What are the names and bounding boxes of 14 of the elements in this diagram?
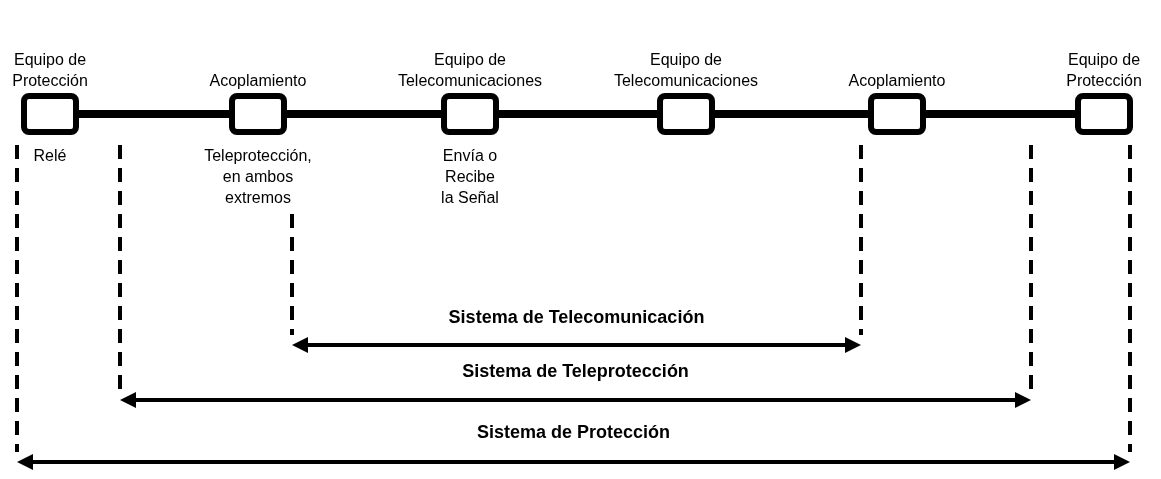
- connector-line: [287, 110, 441, 118]
- connector-line: [499, 110, 657, 118]
- node-label: Acoplamiento: [209, 71, 307, 91]
- node-label: Equipo de Protección: [12, 50, 88, 91]
- node-label: Acoplamiento: [848, 71, 946, 91]
- node-label: Equipo de Telecomunicaciones: [613, 50, 759, 91]
- connector-line: [79, 110, 229, 118]
- dimension-label: Sistema de Teleprotección: [462, 361, 689, 382]
- node-label: Equipo de Protección: [1066, 50, 1142, 91]
- node-label: Equipo de Telecomunicaciones: [397, 50, 543, 91]
- dimension-label: Sistema de Telecomunicación: [448, 307, 705, 328]
- connector-line: [926, 110, 1075, 118]
- dimension-label: Sistema de Protección: [476, 422, 671, 443]
- connector-line: [715, 110, 868, 118]
